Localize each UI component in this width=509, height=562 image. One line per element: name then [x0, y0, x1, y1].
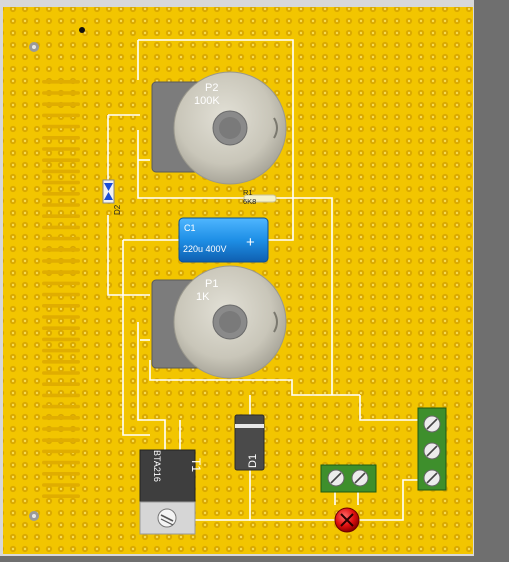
- connector-finger: [42, 304, 80, 308]
- r1-ref-label: R1: [243, 188, 253, 197]
- connector-finger: [42, 416, 80, 420]
- r1-value-label: 6K8: [243, 197, 256, 206]
- connector-finger: [42, 147, 80, 151]
- resistor-icon: [243, 194, 277, 203]
- connector-finger: [42, 80, 80, 84]
- connector-finger: [42, 404, 80, 409]
- connector-finger: [42, 472, 80, 476]
- c1-ref-label: C1: [184, 223, 196, 233]
- triac-icon: [139, 449, 196, 506]
- edge-connector: [42, 80, 80, 498]
- connector-finger: [42, 281, 80, 286]
- connector-finger: [42, 248, 80, 252]
- connector-finger: [42, 494, 80, 498]
- wire-p1-bottom: [149, 360, 360, 396]
- wire-p1-to-t1: [137, 322, 166, 450]
- connector-finger: [42, 382, 80, 386]
- triac-t1: BTA216 T1: [139, 449, 203, 535]
- mounting-hole-bottom: [29, 511, 39, 521]
- screw-terminal-right: [417, 407, 447, 491]
- potentiometer-p1: P1 1K: [151, 265, 287, 379]
- wire-left-lower: [107, 215, 150, 296]
- connector-finger: [42, 315, 80, 319]
- capacitor-icon: [178, 217, 269, 263]
- connector-finger: [42, 371, 80, 375]
- connector-finger: [42, 449, 80, 454]
- connector-finger: [42, 113, 80, 118]
- connector-finger: [42, 393, 80, 398]
- connector-finger: [42, 483, 80, 487]
- connector-finger: [42, 348, 80, 353]
- p1-value-label: 1K: [196, 291, 210, 303]
- t1-ref-label: T1: [189, 458, 203, 472]
- connector-finger: [42, 326, 80, 330]
- wire-to-terminal-right: [359, 395, 420, 421]
- connector-finger: [42, 460, 80, 465]
- diode-icon: [102, 179, 115, 204]
- resistor-r1: R1 6K8: [243, 188, 277, 206]
- wire-p2-to-c1: [138, 39, 294, 241]
- potentiometer-p2: P2 100K: [151, 71, 287, 185]
- screw-terminal-left: [320, 464, 377, 493]
- wire-r1-right: [276, 197, 333, 395]
- origin-marker: [79, 27, 85, 33]
- connector-finger: [42, 360, 80, 364]
- connector-finger: [42, 236, 80, 241]
- wire-c1-down: [122, 240, 150, 436]
- connector-finger: [42, 225, 80, 230]
- wire-led-to-terminal: [358, 479, 420, 521]
- mounting-hole-top: [29, 42, 39, 52]
- diode-icon: [234, 414, 265, 471]
- led-indicator: [334, 507, 360, 533]
- connector-finger: [42, 292, 80, 297]
- connector-finger: [42, 124, 80, 129]
- connector-finger: [42, 102, 80, 106]
- connector-finger: [42, 158, 80, 162]
- p1-ref-label: P1: [205, 278, 218, 290]
- connector-finger: [42, 203, 80, 207]
- screw-icon: [423, 469, 441, 487]
- screw-icon: [423, 442, 441, 460]
- p2-value-label: 100K: [194, 95, 220, 107]
- connector-finger: [42, 180, 80, 185]
- screw-icon: [351, 469, 369, 487]
- d2-ref-label: D2: [113, 204, 122, 215]
- connector-finger: [42, 337, 80, 342]
- connector-finger: [42, 270, 80, 274]
- connector-finger: [42, 427, 80, 431]
- connector-finger: [42, 91, 80, 95]
- diode-d2: D2: [102, 179, 122, 215]
- screw-icon: [423, 415, 441, 433]
- d1-ref-label: D1: [247, 454, 259, 468]
- capacitor-c1: C1 220u 400V +: [178, 217, 269, 263]
- c1-polarity-mark: +: [246, 234, 255, 251]
- connector-finger: [42, 192, 80, 196]
- board-shadow-right: [474, 0, 509, 562]
- board-shadow-bottom: [0, 556, 509, 562]
- c1-value-label: 220u 400V: [183, 244, 227, 254]
- screw-icon: [327, 469, 345, 487]
- connector-finger: [42, 169, 80, 174]
- connector-finger: [42, 438, 80, 442]
- connector-finger: [42, 214, 80, 218]
- p2-ref-label: P2: [205, 82, 218, 94]
- wire-p2-to-r1: [137, 130, 244, 199]
- connector-finger: [42, 136, 80, 140]
- diode-d1: D1: [234, 414, 265, 471]
- connector-finger: [42, 259, 80, 263]
- t1-part-label: BTA216: [152, 450, 162, 482]
